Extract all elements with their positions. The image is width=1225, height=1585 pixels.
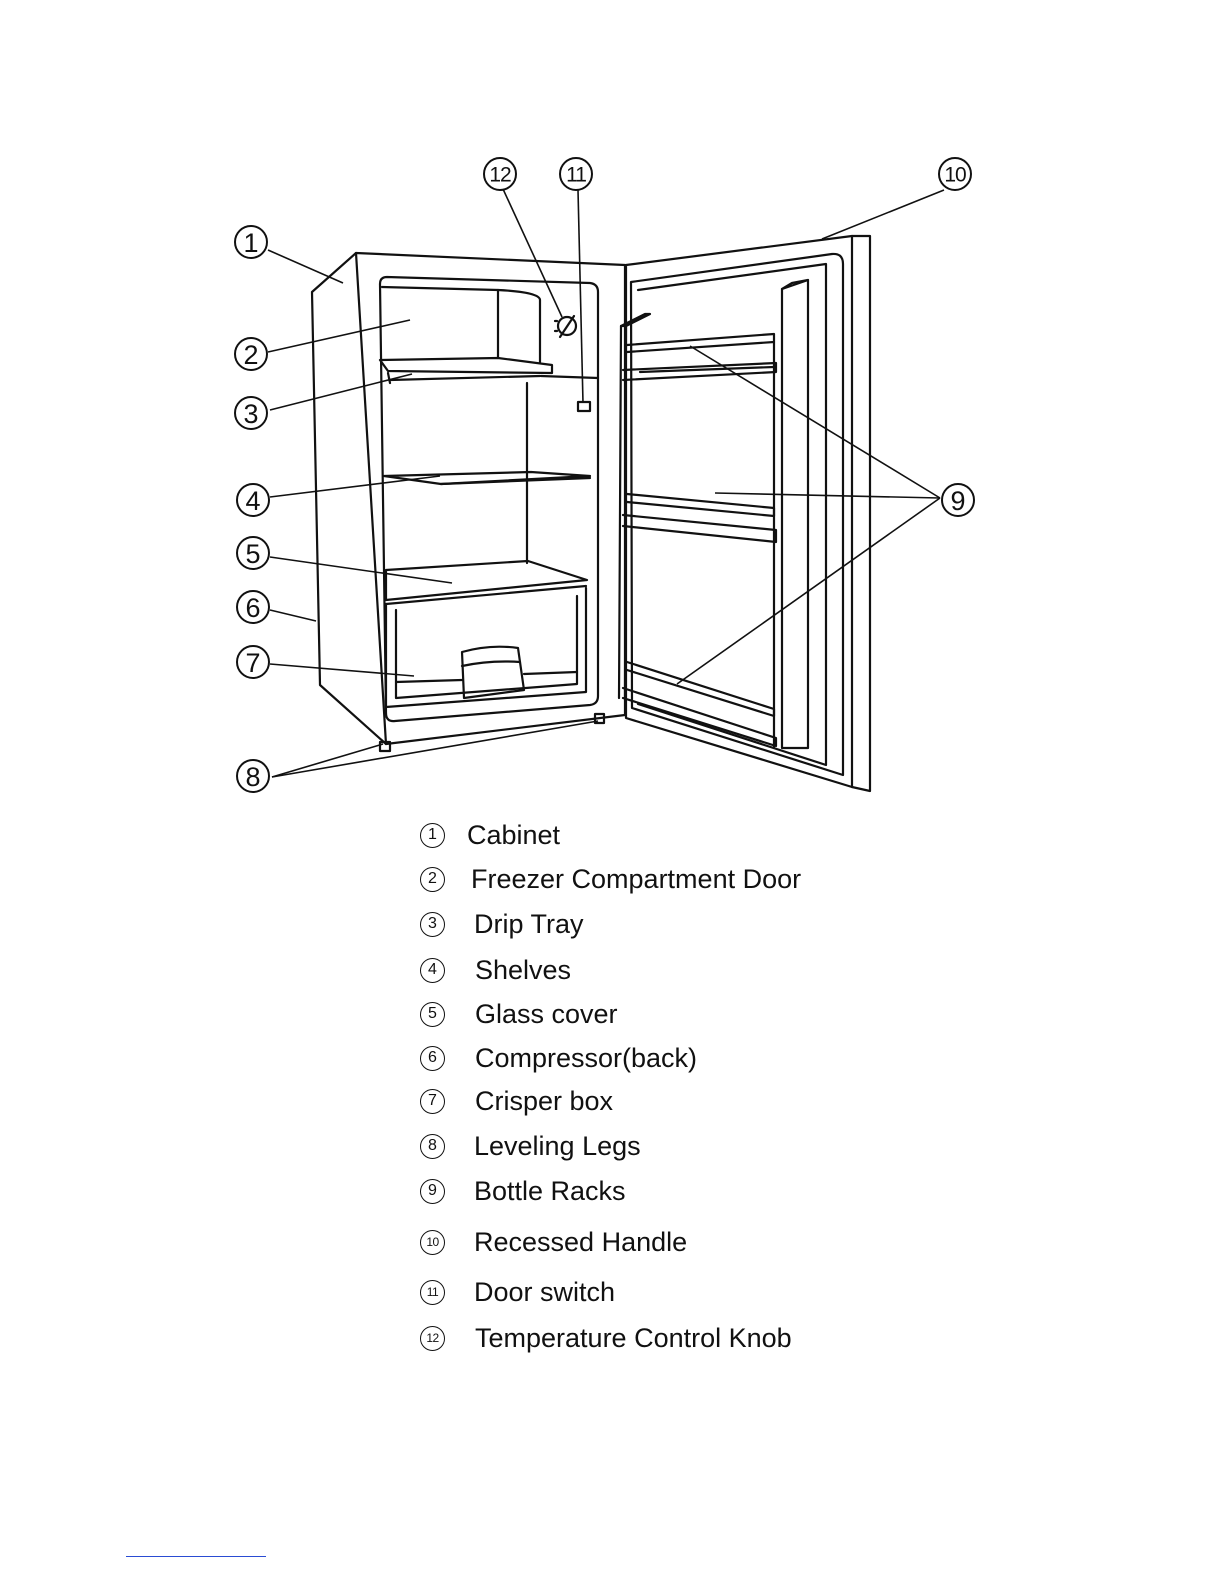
legend-number: 2 [420, 867, 445, 892]
legend-label: Compressor(back) [475, 1043, 697, 1074]
crisper-box-drawing [386, 588, 586, 707]
legend-item-shelves: 4 Shelves [420, 953, 571, 987]
legend-number: 9 [420, 1179, 445, 1204]
legend-label: Door switch [474, 1277, 615, 1308]
legend-number: 5 [420, 1002, 445, 1027]
legend-label: Bottle Racks [474, 1176, 626, 1207]
leader-11 [578, 190, 583, 403]
callout-number-3: 3 [243, 399, 258, 429]
legend-number: 4 [420, 958, 445, 983]
legend-label: Glass cover [475, 999, 618, 1030]
legend-label: Freezer Compartment Door [471, 864, 801, 895]
legend-item-leveling-legs: 8 Leveling Legs [420, 1129, 641, 1163]
legend-number: 3 [420, 912, 445, 937]
refrigerator-drawing [312, 236, 870, 791]
callout-number-4: 4 [245, 486, 260, 516]
legend-label: Recessed Handle [474, 1227, 687, 1258]
leader-3 [270, 374, 412, 410]
leader-1 [268, 250, 343, 283]
legend-item-bottle-racks: 9 Bottle Racks [420, 1174, 626, 1208]
bottle-racks-drawing [619, 314, 776, 748]
legend-number: 11 [420, 1280, 445, 1305]
legend-item-glass-cover: 5 Glass cover [420, 997, 618, 1031]
callout-number-8: 8 [245, 762, 260, 792]
legend-label: Leveling Legs [474, 1131, 641, 1162]
legend-item-cabinet: 1 Cabinet [420, 818, 560, 852]
leader-10 [822, 190, 944, 239]
callout-number-6: 6 [245, 593, 260, 623]
callout-number-10: 10 [944, 164, 966, 187]
footer-link-underline[interactable] [126, 1556, 266, 1557]
legend-label: Shelves [475, 955, 571, 986]
leader-9b [715, 493, 940, 498]
legend-label: Crisper box [475, 1086, 613, 1117]
legend-number: 6 [420, 1046, 445, 1071]
leader-7 [270, 664, 414, 676]
legend-label: Drip Tray [474, 909, 584, 940]
callout-circles [235, 158, 974, 792]
glass-cover-drawing [386, 561, 587, 604]
callout-number-2: 2 [243, 340, 258, 370]
legend-number: 12 [420, 1326, 445, 1351]
callout-number-5: 5 [245, 539, 260, 569]
leader-4 [270, 476, 440, 497]
callout-number-11: 11 [566, 164, 586, 187]
leader-6 [270, 610, 316, 621]
callout-number-7: 7 [245, 648, 260, 678]
callout-number-1: 1 [243, 228, 258, 258]
legend-item-temperature-knob: 12 Temperature Control Knob [420, 1321, 792, 1355]
door-switch-drawing [578, 402, 590, 411]
leader-2 [268, 320, 410, 352]
legend-label: Cabinet [467, 820, 560, 851]
legend-item-drip-tray: 3 Drip Tray [420, 907, 584, 941]
legend-item-recessed-handle: 10 Recessed Handle [420, 1225, 687, 1259]
legend-label: Temperature Control Knob [475, 1323, 792, 1354]
legend-number: 10 [420, 1230, 445, 1255]
leader-9a [690, 346, 940, 498]
leader-5 [270, 557, 452, 583]
legend-item-freezer-door: 2 Freezer Compartment Door [420, 862, 801, 896]
shelf-drawing [384, 472, 590, 484]
legend-item-crisper-box: 7 Crisper box [420, 1084, 613, 1118]
callout-number-9: 9 [950, 486, 965, 516]
legend-number: 1 [420, 823, 445, 848]
leader-8b [272, 721, 598, 777]
legend-number: 8 [420, 1134, 445, 1159]
temperature-knob-drawing [555, 316, 576, 337]
leader-12 [503, 189, 562, 317]
legend-number: 7 [420, 1089, 445, 1114]
legend-item-compressor: 6 Compressor(back) [420, 1041, 697, 1075]
legend-item-door-switch: 11 Door switch [420, 1275, 615, 1309]
callout-number-12: 12 [489, 164, 511, 187]
